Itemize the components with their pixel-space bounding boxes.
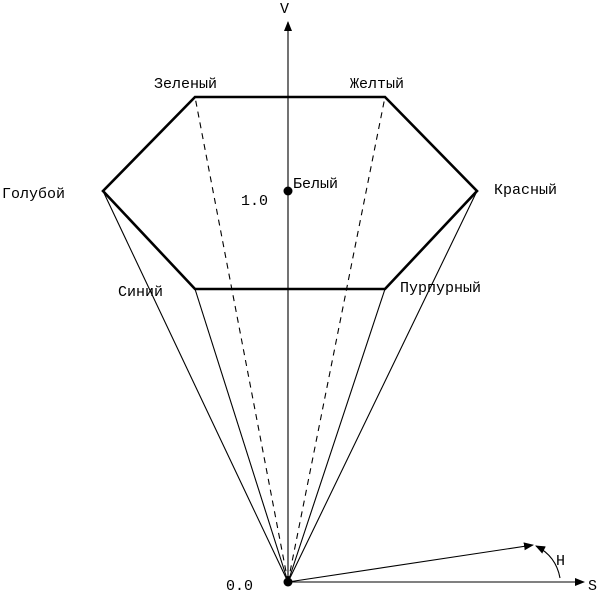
white-label: Белый [293,176,338,193]
edge-apex-green-hidden [194,96,289,583]
yellow-label: Желтый [350,76,404,93]
axis-h-label: H [556,553,565,570]
edge-apex-yellow-hidden [287,96,386,583]
edge-apex-red [287,190,478,583]
edge-apex-cyan [102,190,289,583]
white-point [283,186,293,196]
blue-label: Синий [118,284,163,301]
red-label: Красный [494,182,557,199]
value-top-label: 1.0 [241,193,268,210]
hue-ray [287,542,534,583]
edge-apex-magenta [287,288,386,583]
axis-v-label: V [280,1,289,18]
cyan-label: Голубой [2,186,65,203]
hexagon-top [101,95,479,291]
origin-point [283,577,293,587]
green-label: Зеленый [154,76,217,93]
edge-apex-blue [194,288,289,583]
value-origin-label: 0.0 [226,578,253,592]
axis-s-label: S [588,578,597,592]
hue-angle-arc [535,545,561,579]
magenta-label: Пурпурный [400,280,481,297]
